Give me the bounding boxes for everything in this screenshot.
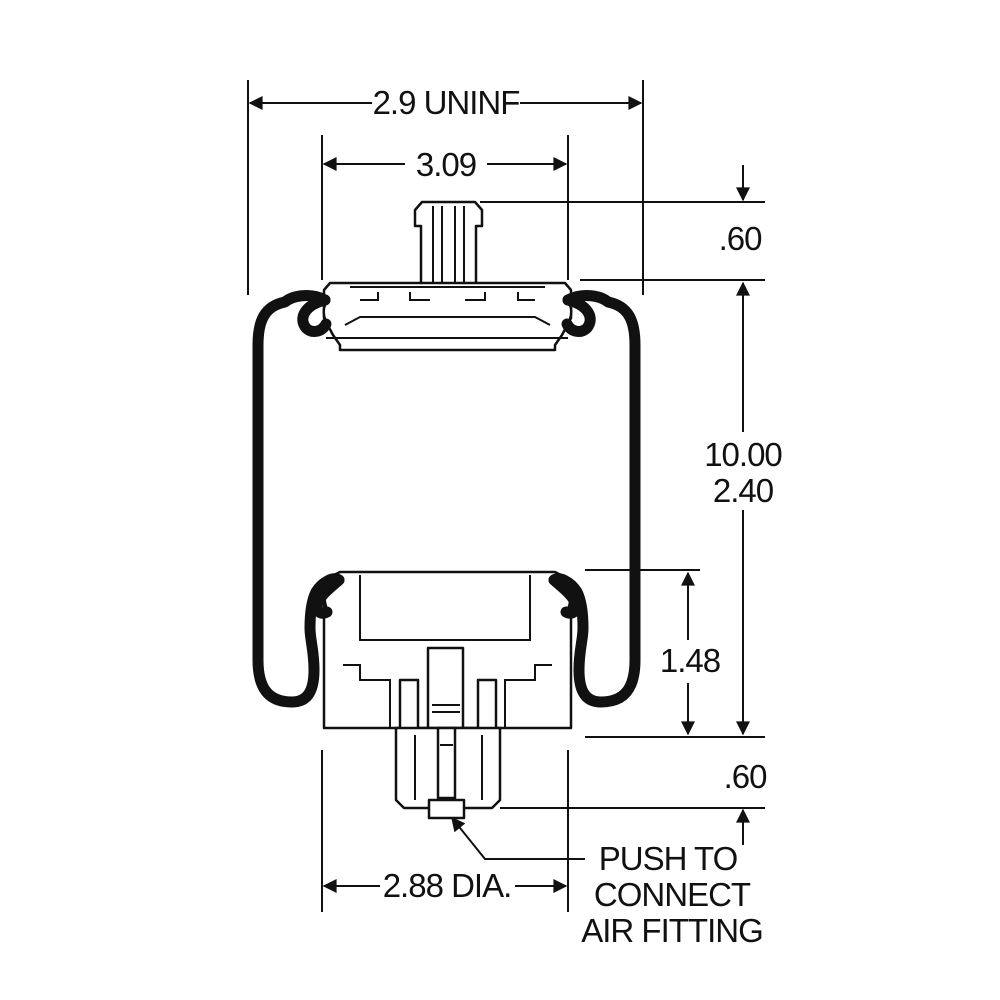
- dimension-piston-height: 1.48: [660, 571, 721, 736]
- rubber-bellows: [252, 290, 641, 708]
- dimension-top-plate-width: 3.09: [322, 146, 568, 183]
- air-fitting-note: PUSH TO CONNECT AIR FITTING: [451, 816, 764, 949]
- note-line-3: AIR FITTING: [581, 912, 763, 949]
- top-plate: [322, 200, 573, 352]
- piston: [322, 570, 573, 820]
- extension-lines: [247, 80, 765, 912]
- dimension-overall-height: 10.00 2.40: [704, 281, 783, 736]
- dimension-bottom-stud-height: .60: [724, 758, 768, 845]
- note-line-2: CONNECT: [594, 876, 751, 913]
- piston-diameter-label: 2.88 DIA.: [383, 867, 512, 904]
- dimension-top-stud-height: .60: [719, 165, 763, 257]
- height-max-label: 10.00: [704, 436, 782, 473]
- dimension-overall-width: 2.9 UNINF: [248, 84, 643, 121]
- overall-width-label: 2.9 UNINF: [373, 84, 520, 121]
- note-line-1: PUSH TO: [599, 840, 738, 877]
- height-min-label: 2.40: [713, 472, 774, 509]
- top-plate-width-label: 3.09: [416, 146, 476, 183]
- top-stud-height-label: .60: [719, 220, 763, 257]
- dimension-piston-diameter: 2.88 DIA.: [322, 867, 568, 904]
- bottom-stud-height-label: .60: [724, 758, 768, 795]
- piston-height-label: 1.48: [660, 642, 720, 679]
